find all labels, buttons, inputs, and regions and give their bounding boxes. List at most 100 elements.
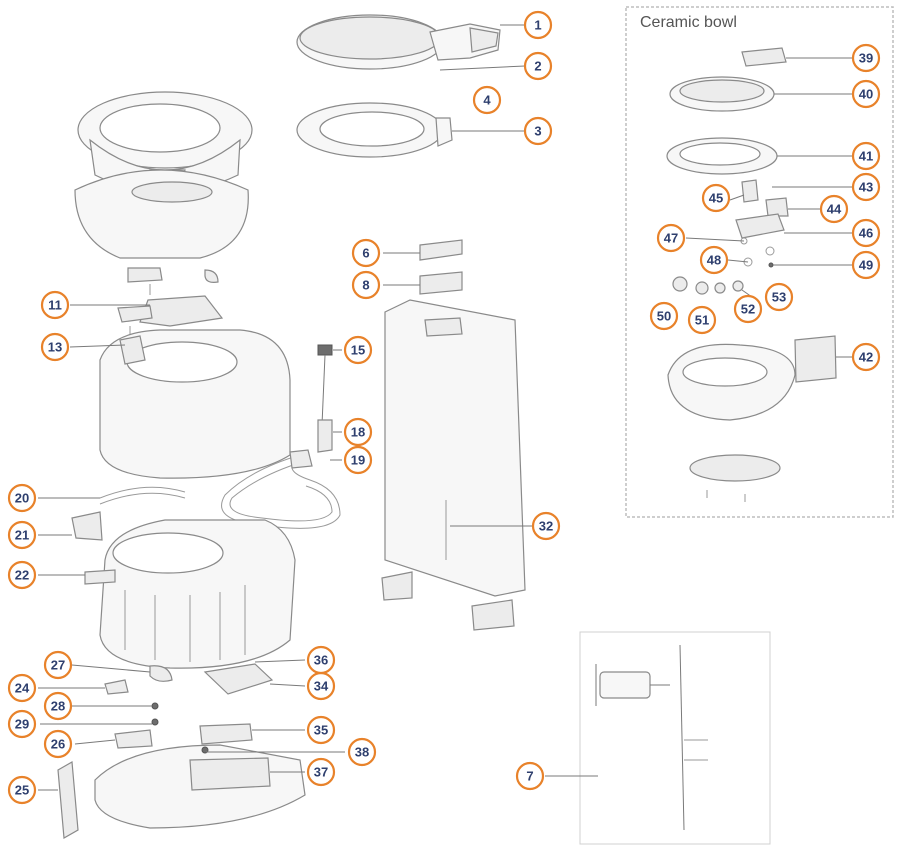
callout-ring: [7, 520, 37, 550]
callout-number: 41: [859, 149, 873, 164]
callout-number: 44: [827, 202, 842, 217]
callout-24: 24: [7, 673, 37, 703]
callout-ring: [43, 650, 73, 680]
callout-27: 27: [43, 650, 73, 680]
callout-2: 2: [523, 51, 553, 81]
callout-number: 51: [695, 313, 709, 328]
callout-number: 49: [859, 258, 873, 273]
callout-ring: [40, 290, 70, 320]
callout-46: 46: [851, 218, 881, 248]
callout-ring: [43, 729, 73, 759]
callout-number: 53: [772, 290, 786, 305]
gasket-ring-part: [99, 486, 186, 505]
callout-ring: [7, 483, 37, 513]
callout-7: 7: [515, 761, 545, 791]
callout-number: 22: [15, 568, 29, 583]
callout-26: 26: [43, 729, 73, 759]
callout-ring: [7, 775, 37, 805]
callout-ring: [43, 691, 73, 721]
callout-40: 40: [851, 79, 881, 109]
callout-15: 15: [343, 335, 373, 365]
callout-number: 37: [314, 765, 328, 780]
callout-11: 11: [40, 290, 70, 320]
tank-cover-part: [74, 169, 249, 259]
callout-number: 11: [48, 298, 62, 313]
callout-50: 50: [649, 301, 679, 331]
callout-52: 52: [733, 294, 763, 324]
callout-ring: [7, 709, 37, 739]
callout-number: 19: [351, 453, 365, 468]
callout-ring: [819, 194, 849, 224]
callout-number: 24: [15, 681, 30, 696]
callout-ring: [851, 141, 881, 171]
callout-number: 47: [664, 231, 678, 246]
callout-number: 26: [51, 737, 65, 752]
callout-36: 36: [306, 645, 336, 675]
callout-ring: [851, 43, 881, 73]
callout-37: 37: [306, 757, 336, 787]
callout-number: 15: [351, 343, 365, 358]
small-parts-bottom: [57, 665, 173, 839]
callout-number: 18: [351, 425, 365, 440]
callout-ring: [343, 335, 373, 365]
callout-ring: [351, 238, 381, 268]
callout-ring: [851, 342, 881, 372]
callout-ring: [531, 511, 561, 541]
callout-ring: [699, 245, 729, 275]
callout-number: 36: [314, 653, 328, 668]
callout-number: 32: [539, 519, 553, 534]
seat-ring-part: [296, 102, 453, 158]
callout-3: 3: [523, 116, 553, 146]
callout-ring: [7, 560, 37, 590]
callout-ring: [851, 79, 881, 109]
seat-lid-part: [296, 14, 501, 70]
callout-number: 40: [859, 87, 873, 102]
callout-4: 4: [472, 85, 502, 115]
side-panel-part: [381, 239, 526, 631]
callout-ring: [733, 294, 763, 324]
base-unit-part: [94, 723, 306, 829]
callout-number: 2: [534, 59, 541, 74]
callout-1: 1: [523, 10, 553, 40]
callout-41: 41: [851, 141, 881, 171]
callout-ring: [347, 737, 377, 767]
callout-ring: [701, 183, 731, 213]
callout-number: 50: [657, 309, 671, 324]
callout-ring: [40, 332, 70, 362]
callout-number: 13: [48, 340, 62, 355]
callout-number: 46: [859, 226, 873, 241]
callout-number: 48: [707, 253, 721, 268]
inset-title: Ceramic bowl: [640, 14, 737, 31]
leader-lines: [38, 24, 852, 791]
callout-number: 25: [15, 783, 29, 798]
callout-35: 35: [306, 715, 336, 745]
callout-38: 38: [347, 737, 377, 767]
callout-29: 29: [7, 709, 37, 739]
callout-19: 19: [343, 445, 373, 475]
callout-ring: [472, 85, 502, 115]
callout-20: 20: [7, 483, 37, 513]
callout-number: 1: [534, 18, 541, 33]
callout-number: 6: [362, 246, 369, 261]
callout-ring: [515, 761, 545, 791]
callout-number: 52: [741, 302, 755, 317]
callout-ring: [343, 445, 373, 475]
callout-ring: [764, 282, 794, 312]
callout-ring: [7, 673, 37, 703]
valve-hose-part: [221, 344, 341, 529]
callout-number: 8: [362, 278, 369, 293]
callout-49: 49: [851, 250, 881, 280]
pump-inset-frame: [579, 631, 771, 845]
callout-number: 38: [355, 745, 369, 760]
callout-ring: [351, 270, 381, 300]
callout-ring: [523, 51, 553, 81]
callout-ring: [306, 645, 336, 675]
callout-47: 47: [656, 223, 686, 253]
callout-34: 34: [306, 671, 336, 701]
callout-6: 6: [351, 238, 381, 268]
callout-ring: [649, 301, 679, 331]
inset-ceramic-parts: [666, 47, 837, 502]
callout-44: 44: [819, 194, 849, 224]
